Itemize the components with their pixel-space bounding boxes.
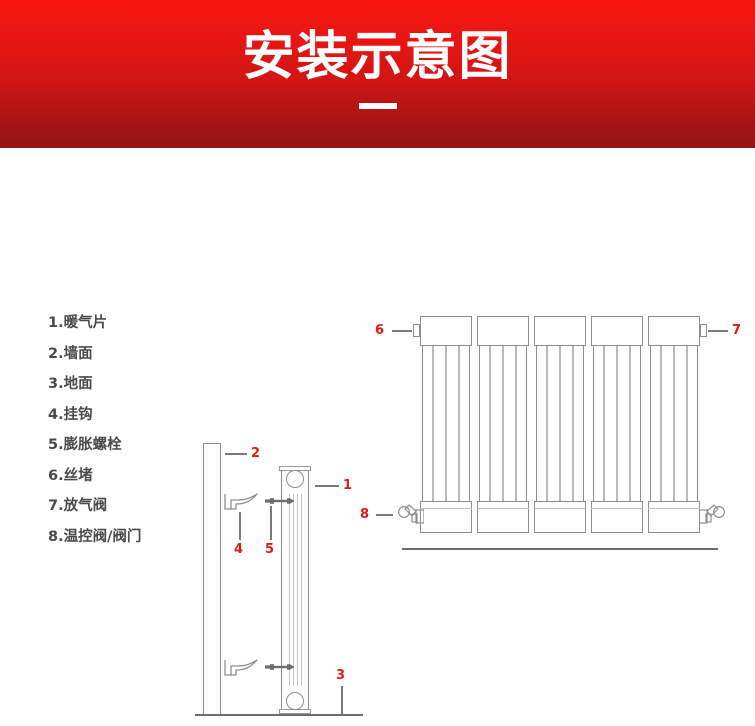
expansion-bolt-icon <box>265 663 295 671</box>
radiator-top-port-circle <box>286 470 304 488</box>
header-banner: 安装示意图 <box>0 0 755 148</box>
callout-2-label: 2 <box>251 446 261 461</box>
section-bottom-manifold <box>648 501 700 533</box>
callout-6-leader <box>392 330 412 332</box>
callout-6-label: 6 <box>375 323 385 338</box>
radiator-section <box>477 296 529 533</box>
callout-7-leader <box>708 330 728 332</box>
page-title: 安装示意图 <box>242 27 513 87</box>
section-bottom-ridge <box>648 508 700 509</box>
list-item: 7.放气阀 <box>48 498 108 514</box>
air-vent-valve-icon <box>700 324 707 337</box>
section-bottom-manifold <box>534 501 586 533</box>
section-fin-line <box>515 346 517 506</box>
radiator-bottom-port-circle <box>286 692 304 710</box>
section-fin-line <box>546 346 548 506</box>
callout-7-label: 7 <box>732 323 742 338</box>
section-bottom-ridge <box>591 508 643 509</box>
mounting-hook-icon <box>224 659 258 676</box>
section-bottom-manifold <box>420 501 472 533</box>
section-fin-line <box>673 346 675 506</box>
section-fin-line <box>432 346 434 506</box>
wall-shape <box>203 443 221 715</box>
radiator-fin-line <box>289 494 290 686</box>
radiator-section <box>534 296 586 533</box>
section-fin-line <box>445 346 447 506</box>
section-bottom-ridge <box>477 508 529 509</box>
section-fin-line <box>559 346 561 506</box>
callout-8-leader <box>376 514 393 516</box>
thermostatic-valve-icon <box>396 502 424 528</box>
callout-5-leader <box>270 506 272 540</box>
radiator-fin-line <box>297 494 298 686</box>
return-valve-icon <box>699 502 727 528</box>
radiator-fin-line <box>301 494 302 686</box>
section-fin-line <box>502 346 504 506</box>
section-top-manifold <box>420 316 472 346</box>
list-item: 3.地面 <box>48 376 93 392</box>
section-fin-line <box>660 346 662 506</box>
callout-1-label: 1 <box>343 478 353 493</box>
pipe-plug-icon <box>413 324 420 337</box>
section-top-manifold <box>477 316 529 346</box>
callout-4-label: 4 <box>234 542 244 557</box>
radiator-front-elevation: 6 7 8 <box>360 296 741 726</box>
radiator-side-elevation: 2 3 1 <box>195 296 370 726</box>
section-bottom-manifold <box>591 501 643 533</box>
list-item: 8.温控阀/阀门 <box>48 528 142 545</box>
section-top-manifold <box>534 316 586 346</box>
callout-3-label: 3 <box>336 668 346 683</box>
section-fin-line <box>629 346 631 506</box>
callout-8-label: 8 <box>360 507 370 522</box>
section-bottom-manifold <box>477 501 529 533</box>
installation-diagram: 1.暖气片 2.墙面 3.地面 4.挂钩 5.膨胀螺栓 6.丝堵 7.放气阀 8… <box>0 148 755 716</box>
list-item: 4.挂钩 <box>48 406 93 423</box>
list-item: 1.暖气片 <box>48 315 108 331</box>
section-fin-line <box>686 346 688 506</box>
radiator-section <box>648 296 700 533</box>
section-fin-line <box>603 346 605 506</box>
section-top-manifold <box>591 316 643 346</box>
radiator-section <box>420 296 472 533</box>
section-fin-line <box>572 346 574 506</box>
list-item: 2.墙面 <box>48 345 93 362</box>
callout-5-label: 5 <box>265 542 275 557</box>
section-bottom-ridge <box>420 508 472 509</box>
list-item: 5.膨胀螺栓 <box>48 437 122 453</box>
section-fin-line <box>616 346 618 506</box>
radiator-fin-line <box>293 494 294 686</box>
section-bottom-ridge <box>534 508 586 509</box>
expansion-bolt-icon <box>265 497 295 505</box>
title-underline-dash <box>359 103 397 109</box>
legend-list: 1.暖气片 2.墙面 3.地面 4.挂钩 5.膨胀螺栓 6.丝堵 7.放气阀 8… <box>48 308 198 552</box>
floor-line <box>195 714 363 716</box>
list-item: 6.丝堵 <box>48 467 93 484</box>
callout-4-leader <box>239 512 241 540</box>
floor-line <box>402 548 718 551</box>
callout-3-leader <box>341 686 343 714</box>
mounting-hook-icon <box>224 493 258 510</box>
radiator-section <box>591 296 643 533</box>
section-fin-line <box>489 346 491 506</box>
callout-1-leader <box>315 485 339 487</box>
callout-2-leader <box>225 453 247 455</box>
section-top-manifold <box>648 316 700 346</box>
section-fin-line <box>458 346 460 506</box>
